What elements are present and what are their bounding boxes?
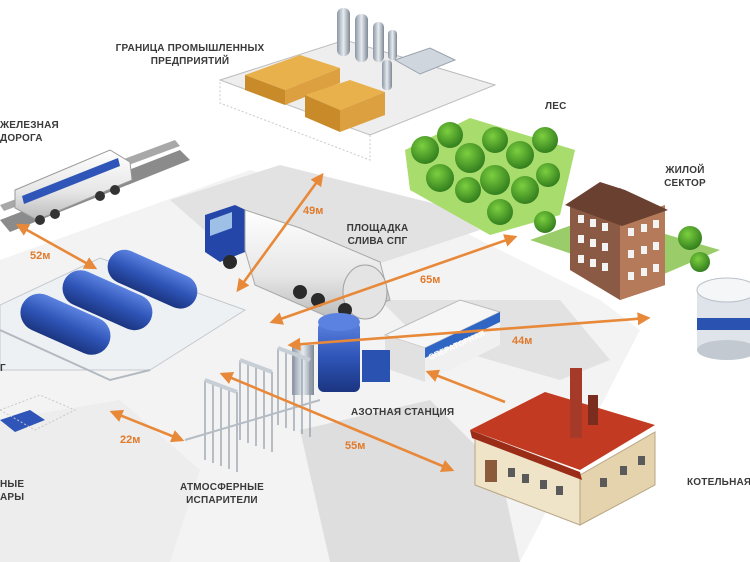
arrow-road (219, 372, 455, 472)
distance-industrial: 49м (303, 205, 324, 217)
water-tank (696, 277, 750, 360)
arrow-left (109, 409, 185, 443)
industrial-border-label: ГРАНИЦА ПРОМЫШЛЕННЫХ ПРЕДПРИЯТИЙ (115, 43, 265, 67)
residential-label: ЖИЛОЙ СЕКТОР (664, 165, 706, 189)
vaporizers-label: АТМОСФЕРНЫЕ ИСПАРИТЕЛИ (180, 482, 264, 506)
forest (405, 118, 575, 235)
railway-label: ЖЕЛЕЗНАЯ ДОРОГА (0, 120, 59, 144)
lng-unloading-label: ПЛОЩАДКА СЛИВА СПГ (346, 223, 409, 247)
arrow-boiler (287, 312, 651, 351)
arrow-industrial (236, 172, 324, 293)
arrow-nitrogen-boiler (425, 369, 506, 404)
arrow-railway (15, 223, 98, 270)
nitrogen-station-label: АЗОТНАЯ СТАНЦИЯ (351, 407, 455, 418)
distance-road: 55м (345, 440, 366, 452)
left-fragments (0, 394, 77, 432)
residential-building (530, 182, 720, 300)
lng-tanks-area (0, 249, 247, 382)
distance-boiler: 44м (512, 335, 533, 347)
distance-left: 22м (120, 434, 141, 446)
distance-arrows (15, 172, 651, 472)
lng-tank (20, 293, 111, 355)
distance-residential: 65м (420, 274, 441, 286)
boiler-house (470, 368, 656, 526)
forest-label: ЛЕС (545, 101, 567, 112)
left-partial-label-1: Г (0, 363, 6, 374)
railway (0, 140, 190, 232)
left-partial-label-2: НЫЕ АРЫ (0, 479, 25, 503)
boiler-house-label: КОТЕЛЬНАЯ (687, 477, 750, 488)
distance-railway: 52м (30, 250, 51, 262)
industrial-area (218, 8, 497, 161)
arrow-residential (269, 234, 518, 325)
